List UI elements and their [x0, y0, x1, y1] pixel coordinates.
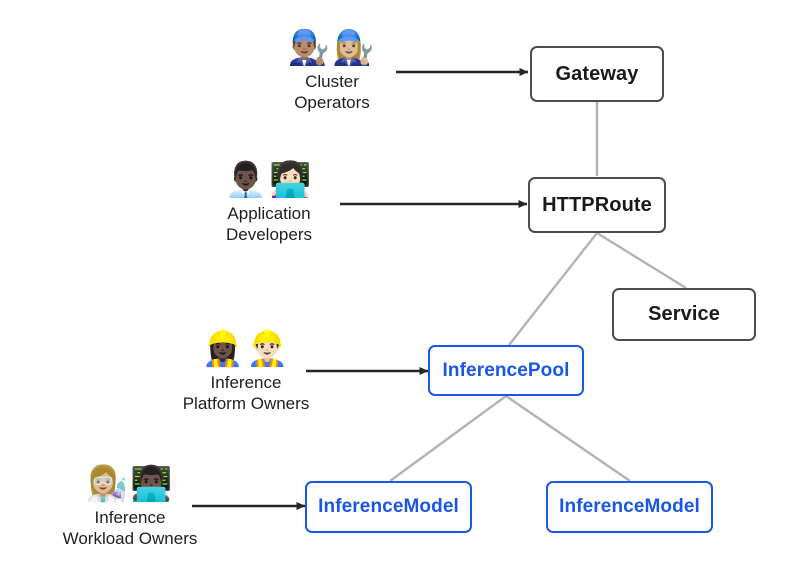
node-service[interactable]: Service — [612, 288, 756, 341]
persona-cluster-operators: 👨🏽‍🔧👩🏼‍🔧 Cluster Operators — [252, 28, 412, 113]
node-gateway[interactable]: Gateway — [530, 46, 664, 102]
persona-inference-workload-owners: 👩🏼‍🔬👨🏿‍💻 Inference Workload Owners — [40, 464, 220, 549]
cluster-operators-icon: 👨🏽‍🔧👩🏼‍🔧 — [287, 28, 377, 68]
persona-inference-platform-owners: 👷🏿‍♀️👷🏻‍♂️ Inference Platform Owners — [158, 329, 334, 414]
inference-workload-owners-icon: 👩🏼‍🔬👨🏿‍💻 — [85, 464, 175, 504]
persona-label: Inference Platform Owners — [182, 373, 310, 413]
persona-label: Application Developers — [226, 204, 312, 244]
connector-inferencepool-inferencemodel-2 — [505, 395, 631, 482]
persona-application-developers: 👨🏿‍💼👩🏻‍💻 Application Developers — [189, 160, 349, 245]
node-inferencepool[interactable]: InferencePool — [428, 345, 584, 396]
persona-label: Inference Workload Owners — [62, 508, 198, 548]
connector-httproute-inferencepool — [508, 232, 598, 346]
node-httproute[interactable]: HTTPRoute — [528, 177, 666, 233]
connector-inferencepool-inferencemodel-1 — [389, 395, 507, 482]
application-developers-icon: 👨🏿‍💼👩🏻‍💻 — [224, 160, 314, 200]
node-inferencemodel-1[interactable]: InferenceModel — [305, 481, 472, 533]
node-inferencemodel-2[interactable]: InferenceModel — [546, 481, 713, 533]
inference-platform-owners-icon: 👷🏿‍♀️👷🏻‍♂️ — [201, 329, 291, 369]
connector-httproute-service — [596, 231, 687, 290]
persona-label: Cluster Operators — [294, 72, 370, 112]
